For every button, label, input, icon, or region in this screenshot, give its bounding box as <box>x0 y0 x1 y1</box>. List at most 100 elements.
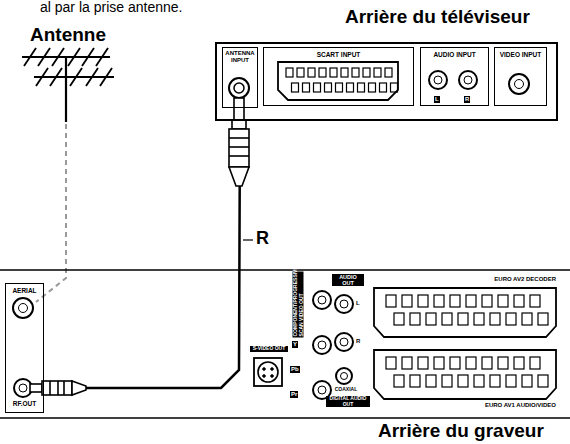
s-video-socket <box>254 358 282 386</box>
pin-name: L <box>434 96 440 103</box>
scart-pin <box>363 68 370 77</box>
leader-line <box>243 239 253 240</box>
scart-pin <box>530 357 540 369</box>
scart-pin <box>330 68 337 77</box>
scart-pin <box>347 83 354 92</box>
video-jack <box>509 74 529 94</box>
scart-pin <box>498 295 508 307</box>
scart-pin <box>506 313 516 325</box>
node-label: Arrière du téléviseur <box>345 7 530 28</box>
rf-plug <box>30 381 86 395</box>
node-label: AERIAL <box>6 287 43 294</box>
scart-pin <box>450 295 460 307</box>
audio-input-box: AUDIO INPUTLR <box>420 47 489 106</box>
scart-pin <box>482 295 492 307</box>
s-video-pin <box>271 375 274 378</box>
antenna-element <box>100 68 112 86</box>
scart-pin <box>325 83 332 92</box>
plug-tip <box>30 384 42 392</box>
pin-name: Pb <box>290 366 300 373</box>
plug-body <box>229 129 249 167</box>
antenna-mast <box>65 57 67 122</box>
jack-inner <box>234 83 244 93</box>
jack-inner <box>464 76 472 84</box>
jack-inner <box>340 300 348 308</box>
scart-pin <box>426 375 436 387</box>
jack-inner <box>318 386 326 394</box>
scart-pin <box>418 295 428 307</box>
scart-pin <box>314 83 321 92</box>
antenna-element <box>86 68 98 86</box>
scart-pins <box>386 357 548 387</box>
scart-pin <box>490 375 500 387</box>
scart-pin <box>410 313 420 325</box>
scart-pin <box>341 68 348 77</box>
antenna-element <box>82 48 94 66</box>
jack-inner <box>19 384 27 392</box>
scart-pin <box>474 313 484 325</box>
node-label: AUDIO INPUT <box>421 51 488 58</box>
scart-pin <box>308 68 315 77</box>
pin-name: L <box>356 300 360 307</box>
antenna-element <box>52 48 64 66</box>
pin-name: R <box>356 338 360 345</box>
antenna-symbol <box>22 48 114 122</box>
s-video-pin <box>263 368 266 371</box>
audio-jack <box>429 71 447 89</box>
scart-pin <box>506 375 516 387</box>
antenna-element <box>24 48 36 66</box>
plug-ridge <box>63 381 65 395</box>
scart-pin <box>434 295 444 307</box>
port-label: COAXIAL <box>326 387 366 393</box>
pin-name: RF.OUT <box>6 400 43 407</box>
antenna-boom <box>34 76 114 78</box>
scart-pin <box>522 313 532 325</box>
node-label: SCART INPUT <box>264 51 413 58</box>
scart-pin <box>434 357 444 369</box>
jack-inner <box>318 341 326 349</box>
antenna-cable-dashed <box>36 124 66 302</box>
scart-pin <box>458 313 468 325</box>
scart-pin <box>490 313 500 325</box>
scart-pin <box>386 295 396 307</box>
antenna-element <box>68 48 80 66</box>
plug-ridge <box>49 381 51 395</box>
scart-pin <box>402 295 412 307</box>
antenna-element <box>96 48 108 66</box>
scart-pin <box>466 295 476 307</box>
connectors <box>44 108 240 388</box>
plug-taper <box>72 381 86 395</box>
antenna-element <box>50 68 62 86</box>
scart-pin <box>385 68 392 77</box>
scart-pin <box>458 375 468 387</box>
scart-pin <box>442 375 452 387</box>
port-label: COMPONENT/PROGRESSIVE SCAN VIDEO OUT <box>293 271 304 337</box>
port-label: DIGITAL AUDIO OUT <box>326 396 370 407</box>
s-video-pin <box>271 368 274 371</box>
plug-tip <box>234 98 244 120</box>
plug-ridge <box>57 381 59 395</box>
tv-back-panel: Arrière du téléviseurANTENNA INPUTSCART … <box>215 42 558 121</box>
scart-pin <box>358 83 365 92</box>
note-text: al par la prise antenne. <box>40 0 182 15</box>
jack-inner <box>434 76 442 84</box>
scart-pin <box>514 295 524 307</box>
jack-inner <box>515 80 524 89</box>
scart-pin <box>391 83 398 92</box>
scart-pin <box>522 375 532 387</box>
scart-pin <box>474 375 484 387</box>
scart-connector <box>278 62 398 100</box>
plug-ridge <box>229 155 249 157</box>
pin-name: Pr <box>290 391 298 398</box>
panel-edge <box>0 417 570 419</box>
jack-inner <box>340 338 348 346</box>
scart-pin <box>482 357 492 369</box>
antenna-input-box: ANTENNA INPUT <box>222 47 258 108</box>
pin-name: Y <box>292 341 298 348</box>
scart-pin <box>402 357 412 369</box>
port-label: AUDIO OUT <box>332 274 364 286</box>
scart-pin <box>498 357 508 369</box>
antenna-element <box>38 48 50 66</box>
jack-inner <box>341 373 348 380</box>
